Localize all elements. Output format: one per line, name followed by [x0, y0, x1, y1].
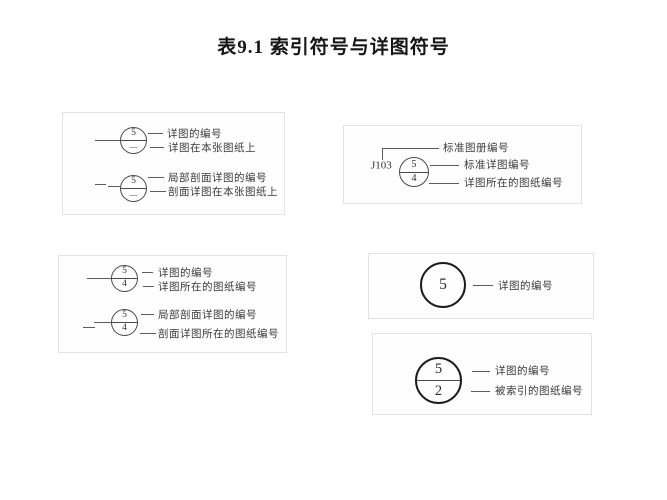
detail-number-value: 5	[112, 310, 137, 323]
index-symbol-circle: 5 4	[111, 265, 138, 292]
partial-section-number-label: 局部剖面详图的编号	[158, 308, 257, 321]
label-line	[430, 165, 459, 166]
indexed-sheet-number-value: 2	[434, 383, 443, 400]
index-symbol-circle: 5 —	[120, 127, 147, 154]
leader-line	[87, 278, 112, 279]
label-line	[140, 333, 156, 334]
label-line	[471, 391, 490, 392]
sheet-number-value: 4	[122, 279, 127, 290]
standard-detail-number-value: 5	[400, 158, 428, 173]
detail-sheet-number-label: 详图所在的图纸编号	[464, 176, 563, 189]
panel-detail-other-sheet: 5 4 详图的编号 详图所在的图纸编号 5 4 局部剖面详图的编号 剖面详图所在…	[58, 255, 287, 353]
section-same-sheet-label: 剖面详图在本张图纸上	[168, 185, 278, 198]
atlas-code-value: J103	[371, 159, 392, 172]
standard-detail-number-label: 标准详图编号	[464, 158, 530, 171]
label-line	[148, 177, 164, 178]
index-symbol-circle: 5 4	[399, 157, 429, 187]
leader-line	[94, 322, 112, 323]
page-title: 表9.1 索引符号与详图符号	[217, 37, 450, 58]
label-line	[150, 191, 166, 192]
elbow-leader-vertical	[382, 148, 383, 160]
section-sheet-number-label: 剖面详图所在的图纸编号	[158, 327, 279, 340]
label-line	[142, 272, 153, 273]
index-symbol-circle: 5 4	[111, 309, 138, 336]
detail-number-value: 5	[439, 276, 447, 293]
partial-section-number-label: 局部剖面详图的编号	[168, 171, 267, 184]
indexed-sheet-number-label: 被索引的图纸编号	[495, 384, 583, 397]
panel-detail-symbol: 5 详图的编号	[368, 253, 594, 319]
detail-number-label: 详图的编号	[498, 279, 553, 292]
label-line	[429, 183, 459, 184]
detail-number-value: 5	[417, 359, 460, 381]
detail-number-label: 详图的编号	[495, 364, 550, 377]
label-line	[473, 285, 493, 286]
detail-number-value: 5	[121, 128, 146, 141]
detail-number-value: 5	[112, 266, 137, 279]
label-line	[148, 133, 163, 134]
section-cut-dash	[83, 327, 95, 328]
leader-line	[95, 140, 120, 141]
sheet-number-value: 4	[122, 323, 127, 334]
detail-sheet-number-label: 详图所在的图纸编号	[158, 280, 257, 293]
sheet-number-value: 4	[411, 173, 417, 185]
atlas-number-label: 标准图册编号	[443, 141, 509, 154]
detail-number-label: 详图的编号	[167, 127, 222, 140]
panel-standard-atlas-index: J103 标准图册编号 5 4 标准详图编号 详图所在的图纸编号	[343, 125, 582, 204]
same-sheet-dash: —	[129, 190, 138, 199]
detail-symbol-circle: 5	[420, 262, 466, 308]
detail-number-label: 详图的编号	[158, 266, 213, 279]
section-cut-dash	[95, 184, 106, 185]
label-line	[141, 314, 154, 315]
label-line	[472, 371, 490, 372]
same-sheet-label: 详图在本张图纸上	[168, 141, 256, 154]
detail-symbol-circle: 5 2	[415, 357, 462, 404]
elbow-leader-horizontal	[382, 148, 439, 149]
detail-number-value: 5	[121, 176, 146, 189]
panel-detail-same-sheet: 5 — 详图的编号 详图在本张图纸上 5 — 局部剖面详图的编号 剖面详图在本张…	[62, 112, 285, 215]
panel-detail-symbol-indexed: 5 2 详图的编号 被索引的图纸编号	[372, 333, 592, 415]
leader-line	[108, 186, 121, 187]
index-symbol-circle: 5 —	[120, 175, 147, 202]
label-line	[150, 147, 164, 148]
same-sheet-dash: —	[129, 142, 138, 151]
label-line	[143, 286, 154, 287]
